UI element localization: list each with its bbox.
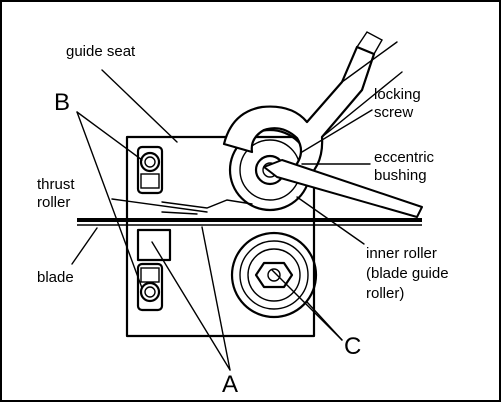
thrust-roller-block <box>136 228 172 262</box>
leader-a-left <box>151 241 231 371</box>
inner-roller <box>230 231 318 319</box>
upper-adjust-screw <box>136 145 164 195</box>
blade <box>77 218 422 226</box>
label-c: C <box>344 333 361 360</box>
leader-inner-roller <box>296 196 365 245</box>
label-locking: locking <box>374 86 421 103</box>
leader-locking-screw <box>301 109 373 153</box>
label-screw: screw <box>374 104 413 121</box>
leader-c-right <box>306 301 343 341</box>
leader-thrust-roller <box>111 198 208 213</box>
label-inner-roller: inner roller <box>366 245 437 262</box>
label-blade-guide: (blade guide <box>366 265 449 282</box>
leader-a-right <box>201 226 231 371</box>
label-a: A <box>222 371 238 398</box>
lower-adjust-screw <box>136 262 164 312</box>
label-thrust: thrust <box>37 176 75 193</box>
label-eccentric: eccentric <box>374 149 435 166</box>
leader-guide-seat <box>101 69 178 143</box>
hex-key-icon <box>263 159 423 218</box>
label-blade: blade <box>37 269 74 286</box>
thrust-roller-spring <box>161 199 253 209</box>
label-b: B <box>54 89 70 116</box>
label-roller: roller <box>37 194 70 211</box>
leader-b-upper <box>76 111 143 161</box>
leader-blade <box>71 227 98 265</box>
label-guide-seat: guide seat <box>66 43 136 60</box>
guide-seat-plate <box>125 135 316 338</box>
label-roller-close: roller) <box>366 285 404 302</box>
label-bushing: bushing <box>374 167 427 184</box>
leader-b-lower <box>76 111 143 289</box>
